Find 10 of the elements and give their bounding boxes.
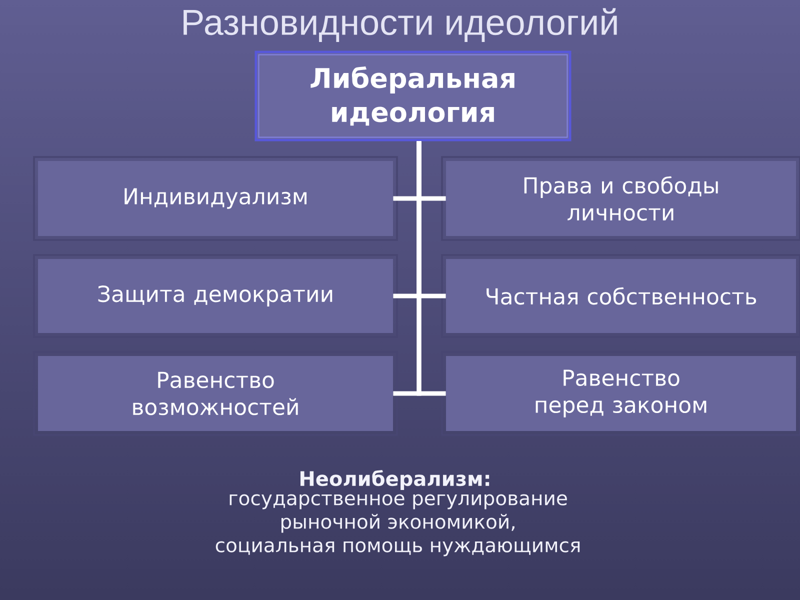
concept-box: Частная собственность [441,254,800,338]
concept-box: Равенство перед законом [441,351,800,436]
note-heading: Неолиберализм: [300,470,490,490]
concept-box: Защита демократии [33,254,398,338]
note-text: государственное регулирование рыночной экономикой, социальная помощь нуждающимся [216,494,580,556]
heading-box: Либеральная идеология [254,50,572,142]
slide-title: Разновидности идеологий [184,8,617,42]
concept-box: Права и свободы личности [441,156,800,241]
concept-box: Индивидуализм [33,156,398,241]
concept-box: Равенство возможностей [33,351,398,436]
